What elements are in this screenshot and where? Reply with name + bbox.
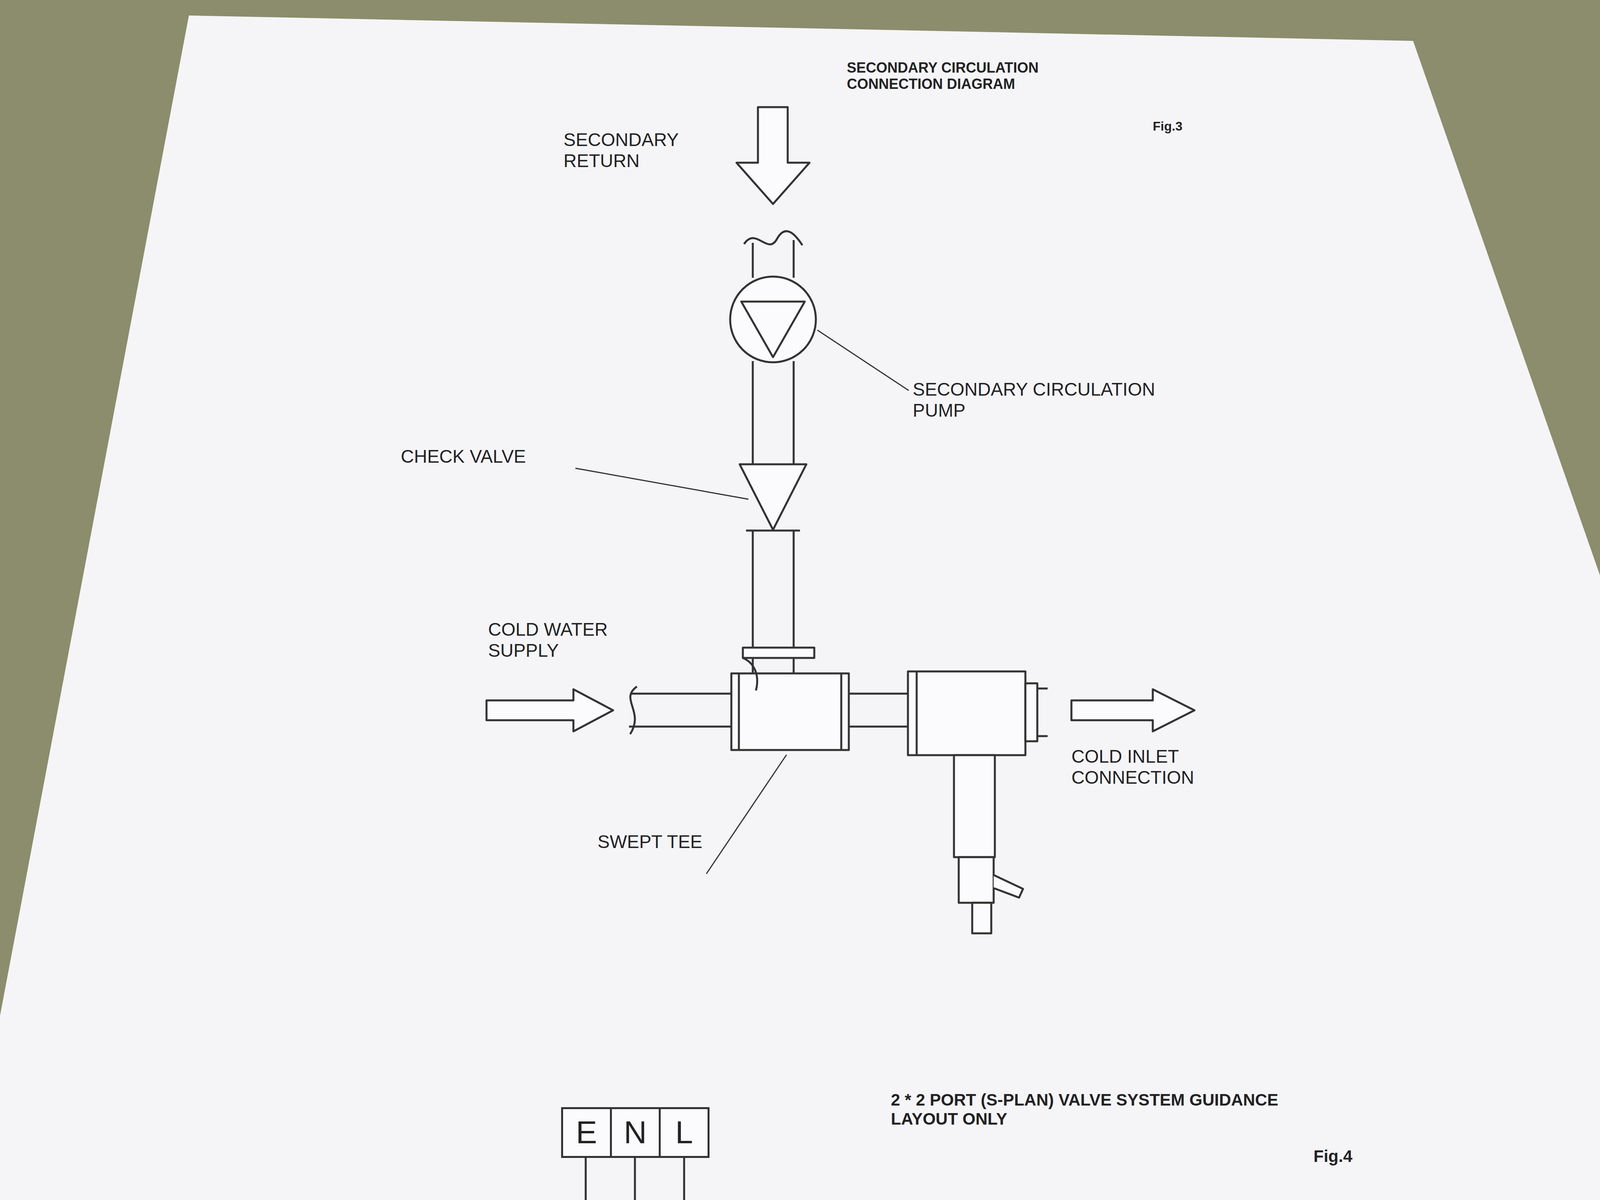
- diagram-title: SECONDARY CIRCULATION CONNECTION DIAGRAM: [846, 59, 1085, 93]
- valve-socket: [915, 671, 918, 756]
- valve-drain: [958, 857, 994, 903]
- terminal-wires: [585, 1156, 685, 1200]
- tee-sweep: [742, 657, 758, 691]
- leader-line: [706, 754, 787, 874]
- pipe-wall: [628, 725, 732, 728]
- wire: [683, 1156, 686, 1200]
- pipe-wall: [792, 361, 795, 465]
- figure-caption: 2 * 2 PORT (S-PLAN) VALVE SYSTEM GUIDANC…: [890, 1090, 1288, 1129]
- inlet-valve-body: [907, 671, 1026, 756]
- terminal-letter: E: [575, 1116, 597, 1149]
- valve-outlet: [1025, 683, 1038, 742]
- leader-line: [817, 330, 909, 391]
- part-label: CHECK VALVE: [400, 446, 584, 468]
- valve-stub: [1037, 735, 1048, 738]
- drain-tap: [993, 875, 1024, 898]
- pipe-wall: [848, 725, 908, 728]
- tee-socket: [738, 673, 741, 750]
- part-label: SWEPT TEE: [567, 831, 703, 853]
- pipe-wall: [848, 692, 908, 695]
- pipe-wall: [751, 530, 754, 648]
- pipe-wall: [792, 240, 795, 278]
- terminal-letter: L: [675, 1116, 694, 1149]
- pipe-wall: [792, 530, 795, 648]
- return-arrow: [736, 107, 810, 204]
- drain-outlet: [972, 902, 992, 934]
- pipe-wall: [630, 692, 732, 695]
- terminal-box: L: [658, 1107, 710, 1158]
- valve-seat: [746, 529, 800, 532]
- part-label: SECONDARY CIRCULATION PUMP: [912, 378, 1167, 422]
- leader-lines: [575, 330, 909, 874]
- inlet-arrow: [1071, 689, 1195, 732]
- figure-number: Fig.4: [1313, 1146, 1393, 1166]
- wire: [584, 1156, 587, 1200]
- valve-stem: [953, 755, 995, 858]
- pipe-label: SECONDARY RETURN: [563, 129, 707, 172]
- tee-socket: [840, 673, 843, 750]
- wire: [634, 1156, 637, 1200]
- terminal-letter: N: [623, 1116, 647, 1149]
- terminal-box: N: [609, 1107, 661, 1158]
- terminal-box: E: [561, 1107, 612, 1158]
- pipe-break: [630, 686, 637, 735]
- valve-stub: [1037, 687, 1048, 690]
- pipe-label: COLD WATER SUPPLY: [488, 619, 671, 662]
- tee-flange: [742, 647, 815, 658]
- paper-sheet: [0, 15, 1600, 1200]
- pump-triangle: [741, 301, 805, 358]
- swept-tee-body: [731, 673, 849, 750]
- pipe-label: COLD INLET CONNECTION: [1071, 746, 1278, 789]
- figure-number: Fig.3: [1152, 119, 1233, 134]
- supply-arrow: [486, 689, 614, 732]
- pipework: [486, 107, 1195, 934]
- check-valve-symbol: [739, 464, 807, 530]
- pipe-wall: [792, 657, 795, 674]
- pipe-wall: [751, 361, 754, 465]
- leader-line: [575, 468, 749, 500]
- pump-symbol: [730, 276, 816, 363]
- pipe-wall: [751, 242, 754, 278]
